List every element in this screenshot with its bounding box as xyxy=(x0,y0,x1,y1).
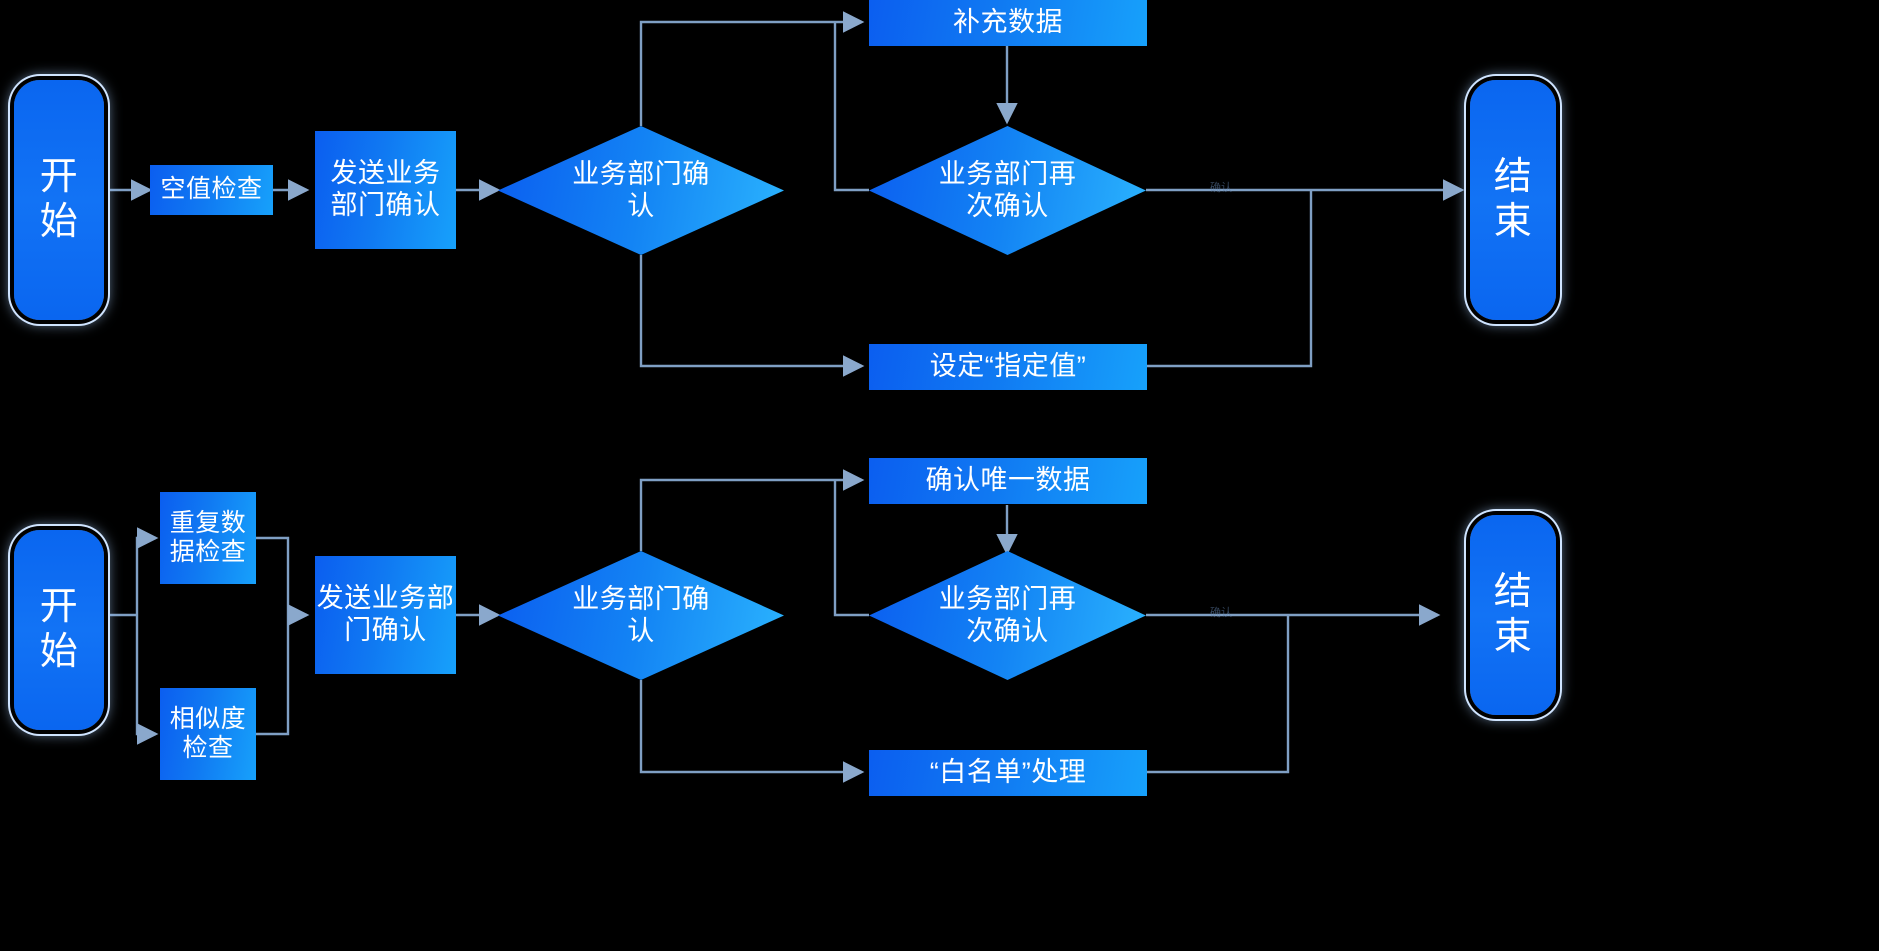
decision-confirm-2[interactable]: 业务部门确 认 xyxy=(498,551,784,680)
terminal-start-2[interactable]: 开始 xyxy=(14,530,104,730)
process-supplement[interactable]: 补充数据 xyxy=(869,0,1147,46)
process-simcheck[interactable]: 相似度 检查 xyxy=(160,688,256,780)
process-send-2-label: 发送业务部 门确认 xyxy=(316,583,455,645)
process-supplement-label: 补充数据 xyxy=(953,7,1063,38)
edge-confirm1-supplement xyxy=(639,11,865,126)
edge-confirm1-setvalue xyxy=(639,255,865,377)
terminal-start-1-label: 开始 xyxy=(39,156,79,243)
edge-setvalue-end1 xyxy=(1147,190,1313,368)
decision-reconfirm-2[interactable]: 业务部门再 次确认 xyxy=(869,551,1146,680)
process-setvalue-label: 设定“指定值” xyxy=(929,351,1087,382)
terminal-end-1[interactable]: 结束 xyxy=(1470,80,1556,320)
edge-confirm2-whitelist xyxy=(639,680,865,783)
edge-whitelist-end2 xyxy=(1147,615,1290,774)
process-setvalue[interactable]: 设定“指定值” xyxy=(869,344,1147,390)
edge-start2-simcheck xyxy=(135,615,159,745)
edge-reconfirm1-loopback xyxy=(833,22,869,192)
process-uniquedata-label: 确认唯一数据 xyxy=(925,465,1091,496)
edge-label-reconfirm1-end1: 确认 xyxy=(1210,182,1232,194)
edge-reconfirm2-loopback xyxy=(833,480,869,617)
edge-simcheck-merge xyxy=(256,615,290,736)
process-nullcheck[interactable]: 空值检查 xyxy=(150,165,273,215)
process-dupcheck[interactable]: 重复数 据检查 xyxy=(160,492,256,584)
process-simcheck-label: 相似度 检查 xyxy=(169,704,247,763)
process-nullcheck-label: 空值检查 xyxy=(160,175,263,204)
process-dupcheck-label: 重复数 据检查 xyxy=(169,508,247,567)
terminal-start-1[interactable]: 开始 xyxy=(14,80,104,320)
process-send-1[interactable]: 发送业务 部门确认 xyxy=(315,131,456,249)
edge-label-reconfirm2-end2: 确认 xyxy=(1210,607,1232,619)
terminal-start-2-label: 开始 xyxy=(39,586,79,673)
decision-confirm-1[interactable]: 业务部门确 认 xyxy=(498,126,784,255)
terminal-end-2[interactable]: 结束 xyxy=(1470,515,1556,715)
process-uniquedata[interactable]: 确认唯一数据 xyxy=(869,458,1147,504)
edge-start2-dupcheck xyxy=(135,527,159,615)
decision-confirm-2-label: 业务部门确 认 xyxy=(572,583,710,646)
decision-confirm-1-label: 业务部门确 认 xyxy=(572,158,710,221)
edge-confirm2-uniquedata xyxy=(639,469,865,551)
decision-reconfirm-1[interactable]: 业务部门再 次确认 xyxy=(869,126,1146,255)
decision-reconfirm-2-label: 业务部门再 次确认 xyxy=(938,583,1077,646)
process-send-1-label: 发送业务 部门确认 xyxy=(330,158,441,220)
process-send-2[interactable]: 发送业务部 门确认 xyxy=(315,556,456,674)
process-whitelist-label: “白名单”处理 xyxy=(929,757,1087,788)
terminal-end-2-label: 结束 xyxy=(1493,571,1533,658)
decision-reconfirm-1-label: 业务部门再 次确认 xyxy=(938,158,1077,221)
terminal-end-1-label: 结束 xyxy=(1493,156,1533,243)
edge-dupcheck-merge xyxy=(256,536,290,615)
process-whitelist[interactable]: “白名单”处理 xyxy=(869,750,1147,796)
